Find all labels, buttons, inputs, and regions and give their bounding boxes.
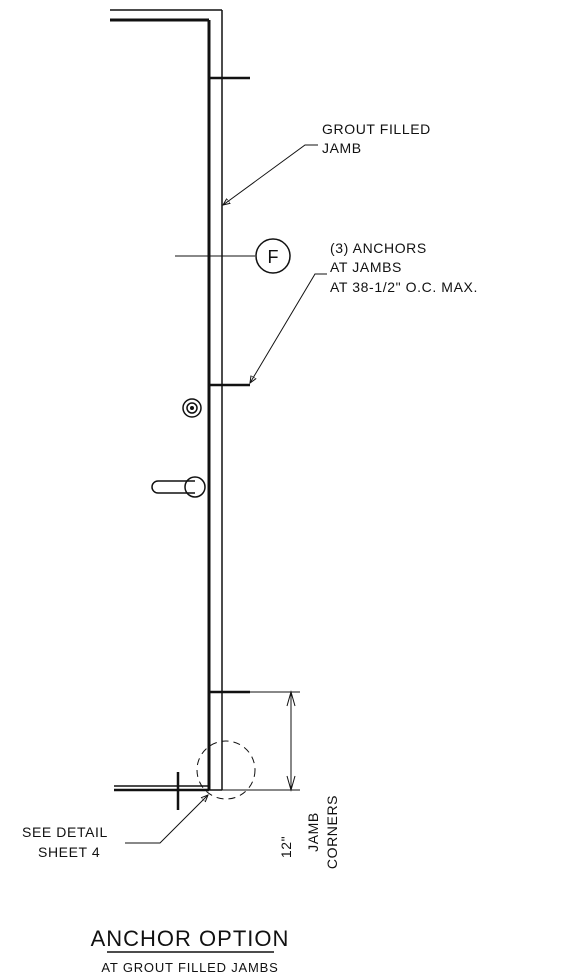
dimension-label-line2: CORNERS (324, 795, 340, 869)
head-wall (110, 9, 223, 790)
grout-jamb-leader (223, 144, 318, 205)
frame-tag: F (175, 238, 291, 274)
jamb-bottom (114, 772, 300, 810)
dimension-value: 12" (278, 836, 294, 858)
anchor-ticks (209, 76, 250, 694)
grout-label-line1: GROUT FILLED (322, 121, 431, 137)
grout-label-line2: JAMB (322, 140, 362, 156)
lock-cylinder-icon (182, 398, 202, 418)
anchors-label-line3: AT 38-1/2" O.C. MAX. (330, 279, 478, 295)
see-detail-leader (125, 795, 208, 844)
see-detail-label-line2: SHEET 4 (38, 844, 100, 860)
anchors-label-line2: AT JAMBS (330, 259, 402, 275)
anchors-leader (250, 273, 327, 383)
lever-handle-icon (151, 476, 206, 498)
anchors-label-line1: (3) ANCHORS (330, 240, 427, 256)
drawing-title: ANCHOR OPTION (91, 926, 290, 951)
dimension-label-line1: JAMB (305, 812, 321, 852)
dimension-12-inch (250, 690, 300, 792)
frame-tag-letter: F (268, 247, 279, 267)
detail-circle (196, 740, 256, 800)
see-detail-label-line1: SEE DETAIL (22, 824, 108, 840)
drawing-subtitle: AT GROUT FILLED JAMBS (101, 960, 278, 973)
